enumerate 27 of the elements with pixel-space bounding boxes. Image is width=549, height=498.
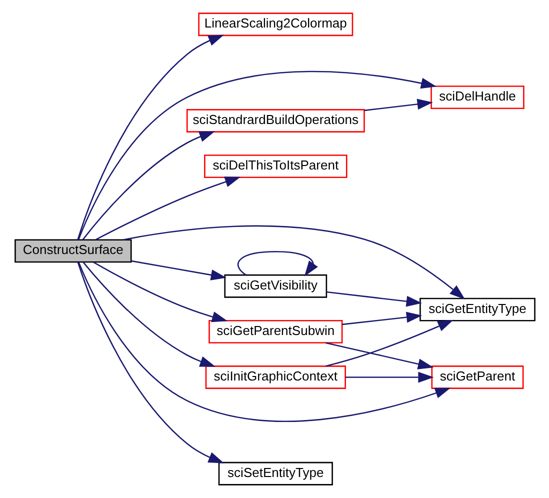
arrow [326, 291, 422, 307]
node-box: ConstructSurface [14, 239, 132, 263]
arrow [130, 260, 226, 280]
arrow [77, 70, 436, 240]
arrow [325, 320, 453, 367]
arrow [92, 262, 228, 322]
arrow [237, 250, 318, 276]
node-box: sciDelHandle [430, 86, 524, 109]
node-box: sciStandrardBuildOperations [186, 109, 364, 132]
arrow [325, 342, 434, 370]
node-box: sciGetEntityType [419, 298, 535, 322]
arrow [364, 98, 432, 112]
node-box: sciSetEntityType [218, 462, 332, 486]
node-box: sciInitGraphicContext [204, 366, 346, 389]
arrow [345, 372, 434, 383]
arrow [94, 176, 240, 240]
node-box: sciGetParent [430, 366, 524, 389]
node-box: sciDelThisToItsParent [204, 154, 347, 178]
node-box: LinearScaling2Colormap [198, 12, 353, 36]
arrow [78, 262, 450, 422]
arrow [82, 131, 215, 240]
arrow [76, 34, 224, 240]
arrow [76, 262, 224, 464]
node-box: sciGetParentSubwin [208, 320, 342, 344]
node-box: sciGetVisibility [224, 274, 327, 298]
arrow [342, 312, 422, 326]
arrow [82, 262, 216, 367]
